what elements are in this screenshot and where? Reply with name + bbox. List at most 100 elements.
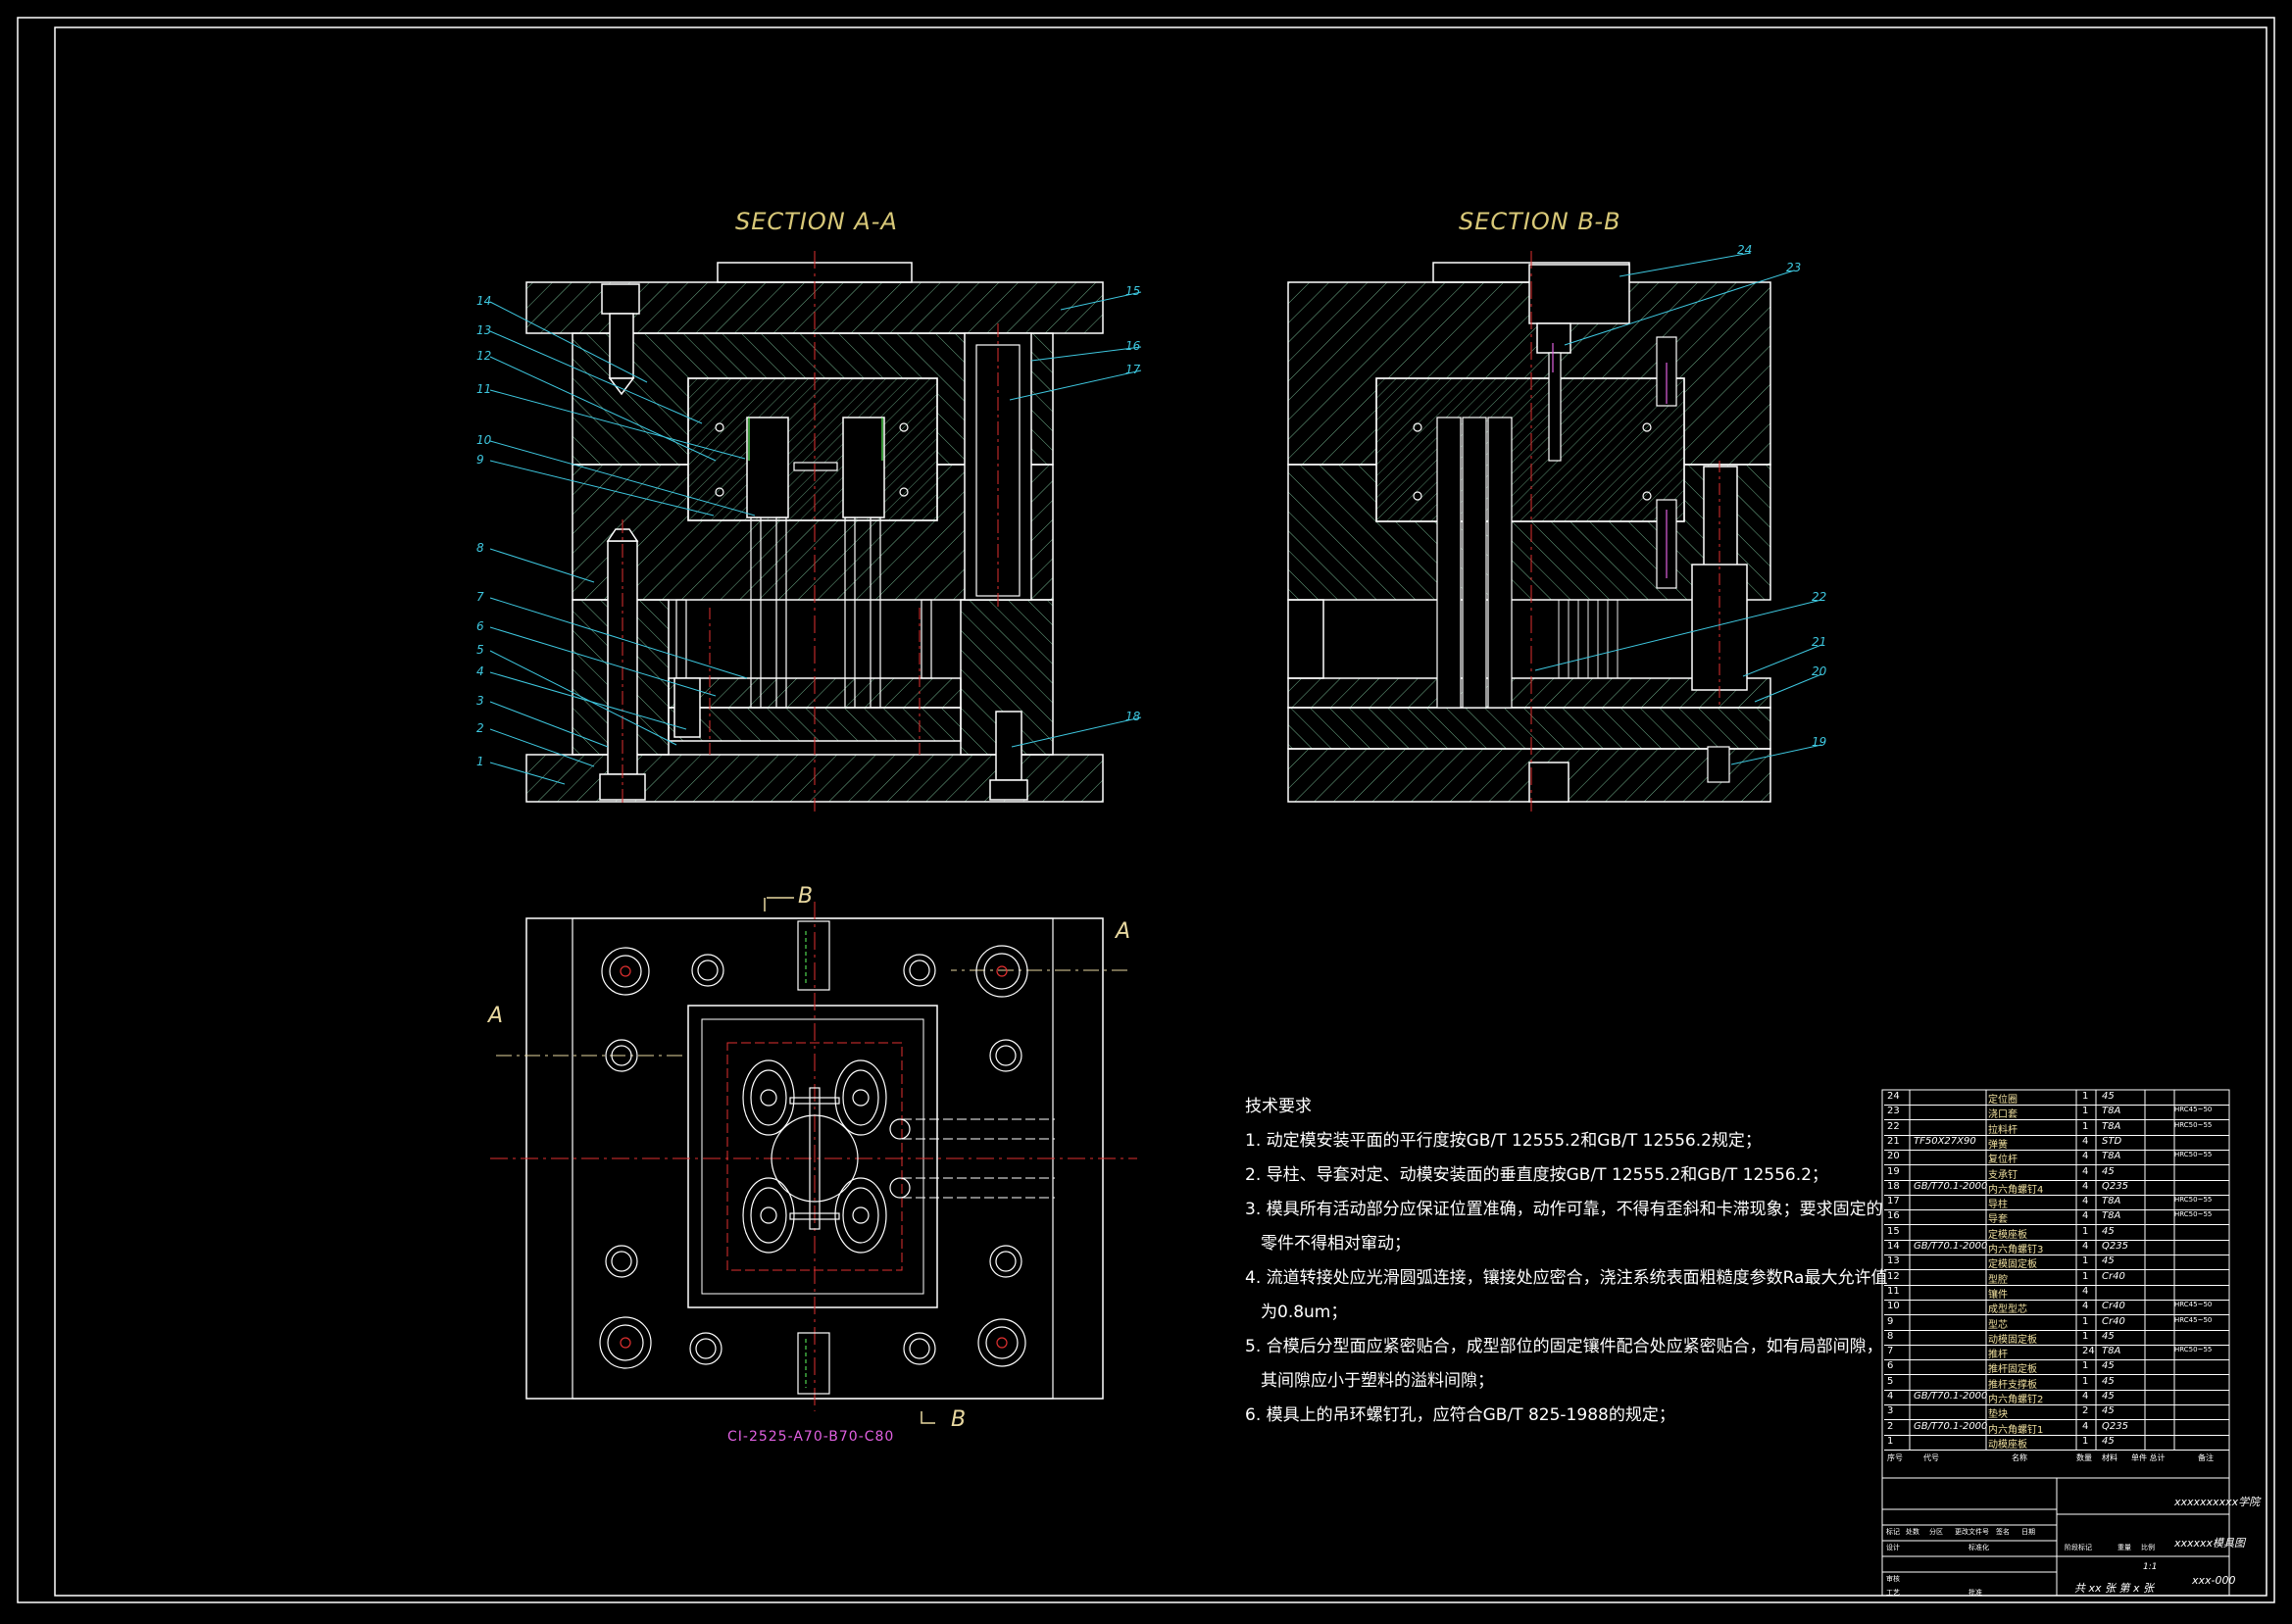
bom-cell-note: HRC45~50	[2174, 1106, 2213, 1114]
bom-cell-name: 型腔	[1988, 1274, 2008, 1286]
bom-cell-name: 内六角螺钉1	[1988, 1424, 2044, 1436]
title-block-label: 日期	[2021, 1528, 2035, 1536]
bom-cell-name: 内六角螺钉4	[1988, 1184, 2044, 1196]
bom-cell-qty: 1	[2082, 1091, 2089, 1102]
bom-header-std: 代号	[1923, 1453, 1939, 1463]
bom-cell-no: 10	[1887, 1301, 1900, 1312]
cut-b-label-bottom: B	[951, 1407, 967, 1432]
bom-cell-mat: T8A	[2102, 1120, 2121, 1132]
bom-cell-note: HRC50~55	[2174, 1196, 2213, 1205]
leader-lines	[489, 252, 1822, 785]
bom-cell-no: 6	[1887, 1360, 1894, 1372]
bom-cell-mat: 45	[2102, 1091, 2115, 1102]
bom-cell-qty: 4	[2082, 1151, 2089, 1162]
bom-cell-name: 定模固定板	[1988, 1259, 2037, 1271]
bom-cell-mat: Cr40	[2102, 1315, 2125, 1327]
inner-border	[54, 26, 2267, 1597]
title-block-label: 工艺	[1886, 1589, 1900, 1597]
bom-header-qty: 数量	[2076, 1453, 2092, 1463]
bom-cell-qty: 1	[2082, 1106, 2089, 1117]
bom-cell-no: 23	[1887, 1106, 1900, 1117]
section-a-leader-10: 10	[476, 433, 492, 447]
section-b-leader-24: 24	[1737, 243, 1753, 257]
bom-cell-mat: 45	[2102, 1330, 2115, 1342]
bom-cell-no: 20	[1887, 1151, 1900, 1162]
section-a-leader-18: 18	[1125, 710, 1141, 723]
section-a-view	[525, 251, 1104, 812]
bom-cell-name: 导套	[1988, 1214, 2008, 1226]
bom-cell-qty: 1	[2082, 1315, 2089, 1327]
title-block-label: 更改文件号	[1955, 1528, 1989, 1536]
drawing-scale: 1:1	[2143, 1562, 2158, 1572]
title-block-label: 设计	[1886, 1544, 1900, 1551]
bom-header-weight: 单件 总计	[2131, 1453, 2166, 1463]
section-b-title: SECTION B-B	[1459, 208, 1621, 235]
drawing-number: xxx-000	[2192, 1574, 2236, 1587]
bom-cell-note: HRC45~50	[2174, 1315, 2213, 1324]
bom-cell-name: 支承钉	[1988, 1169, 2018, 1181]
bom-cell-mat: 45	[2102, 1375, 2115, 1387]
bom-cell-note: HRC50~55	[2174, 1120, 2213, 1129]
bom-cell-name: 定模座板	[1988, 1229, 2027, 1241]
bom-cell-name: 推杆固定板	[1988, 1364, 2037, 1376]
title-block-label: 批准	[1968, 1589, 1982, 1597]
section-a-leader-12: 12	[476, 349, 492, 363]
section-a-leader-9: 9	[476, 453, 484, 467]
bom-cell-mat: Q235	[2102, 1241, 2128, 1252]
plan-view	[490, 897, 1137, 1424]
bom-cell-qty: 4	[2082, 1241, 2089, 1252]
bom-cell-mat: T8A	[2102, 1346, 2121, 1357]
bom-cell-qty: 2	[2082, 1405, 2089, 1417]
cut-a-label-right: A	[1116, 919, 1131, 944]
section-a-leader-15: 15	[1125, 284, 1141, 298]
bom-cell-std: GB/T70.1-2000	[1914, 1420, 1988, 1432]
section-b-view	[1287, 251, 1771, 812]
cut-b-label-top: B	[798, 884, 814, 909]
school-name: xxxxxxxxxx学院	[2174, 1496, 2261, 1508]
bom-cell-mat: 45	[2102, 1405, 2115, 1417]
section-a-leader-1: 1	[476, 755, 484, 768]
bom-cell-qty: 1	[2082, 1360, 2089, 1372]
bom-cell-qty: 24	[2082, 1346, 2095, 1357]
section-a-leader-8: 8	[476, 541, 484, 555]
tech-line: 6. 模具上的吊环螺钉孔，应符合GB/T 825-1988的规定；	[1245, 1405, 1675, 1425]
bom-cell-no: 9	[1887, 1315, 1894, 1327]
bom-cell-name: 动模座板	[1988, 1439, 2027, 1451]
section-a-title: SECTION A-A	[735, 208, 898, 235]
bom-cell-std: GB/T70.1-2000	[1914, 1391, 1988, 1402]
tech-line: 2. 导柱、导套对定、动模安装面的垂直度按GB/T 12555.2和GB/T 1…	[1245, 1165, 1828, 1185]
bom-header-name: 名称	[2012, 1453, 2027, 1463]
bom-cell-mat: Cr40	[2102, 1270, 2125, 1282]
title-block-label: 签名	[1996, 1528, 2010, 1536]
tech-line: 为0.8um；	[1261, 1303, 1348, 1322]
bom-cell-name: 定位圈	[1988, 1095, 2018, 1106]
bom-cell-no: 22	[1887, 1120, 1900, 1132]
bom-cell-mat: 45	[2102, 1435, 2115, 1447]
bom-cell-qty: 4	[2082, 1135, 2089, 1147]
bom-cell-note: HRC50~55	[2174, 1346, 2213, 1354]
bom-cell-mat: 45	[2102, 1391, 2115, 1402]
section-a-leader-17: 17	[1125, 363, 1141, 376]
bom-cell-no: 3	[1887, 1405, 1894, 1417]
bom-cell-no: 14	[1887, 1241, 1900, 1252]
bom-cell-name: 成型型芯	[1988, 1304, 2027, 1316]
bom-cell-mat: 45	[2102, 1360, 2115, 1372]
bom-cell-no: 24	[1887, 1091, 1900, 1102]
bom-cell-mat: 45	[2102, 1255, 2115, 1267]
bom-cell-mat: T8A	[2102, 1106, 2121, 1117]
bom-cell-qty: 4	[2082, 1180, 2089, 1192]
bom-cell-no: 18	[1887, 1180, 1900, 1192]
tech-line: 3. 模具所有活动部分应保证位置准确，动作可靠，不得有歪斜和卡滞现象；要求固定的	[1245, 1200, 1883, 1219]
bom-cell-no: 16	[1887, 1210, 1900, 1222]
drawing-name: xxxxxx模具图	[2174, 1537, 2246, 1550]
